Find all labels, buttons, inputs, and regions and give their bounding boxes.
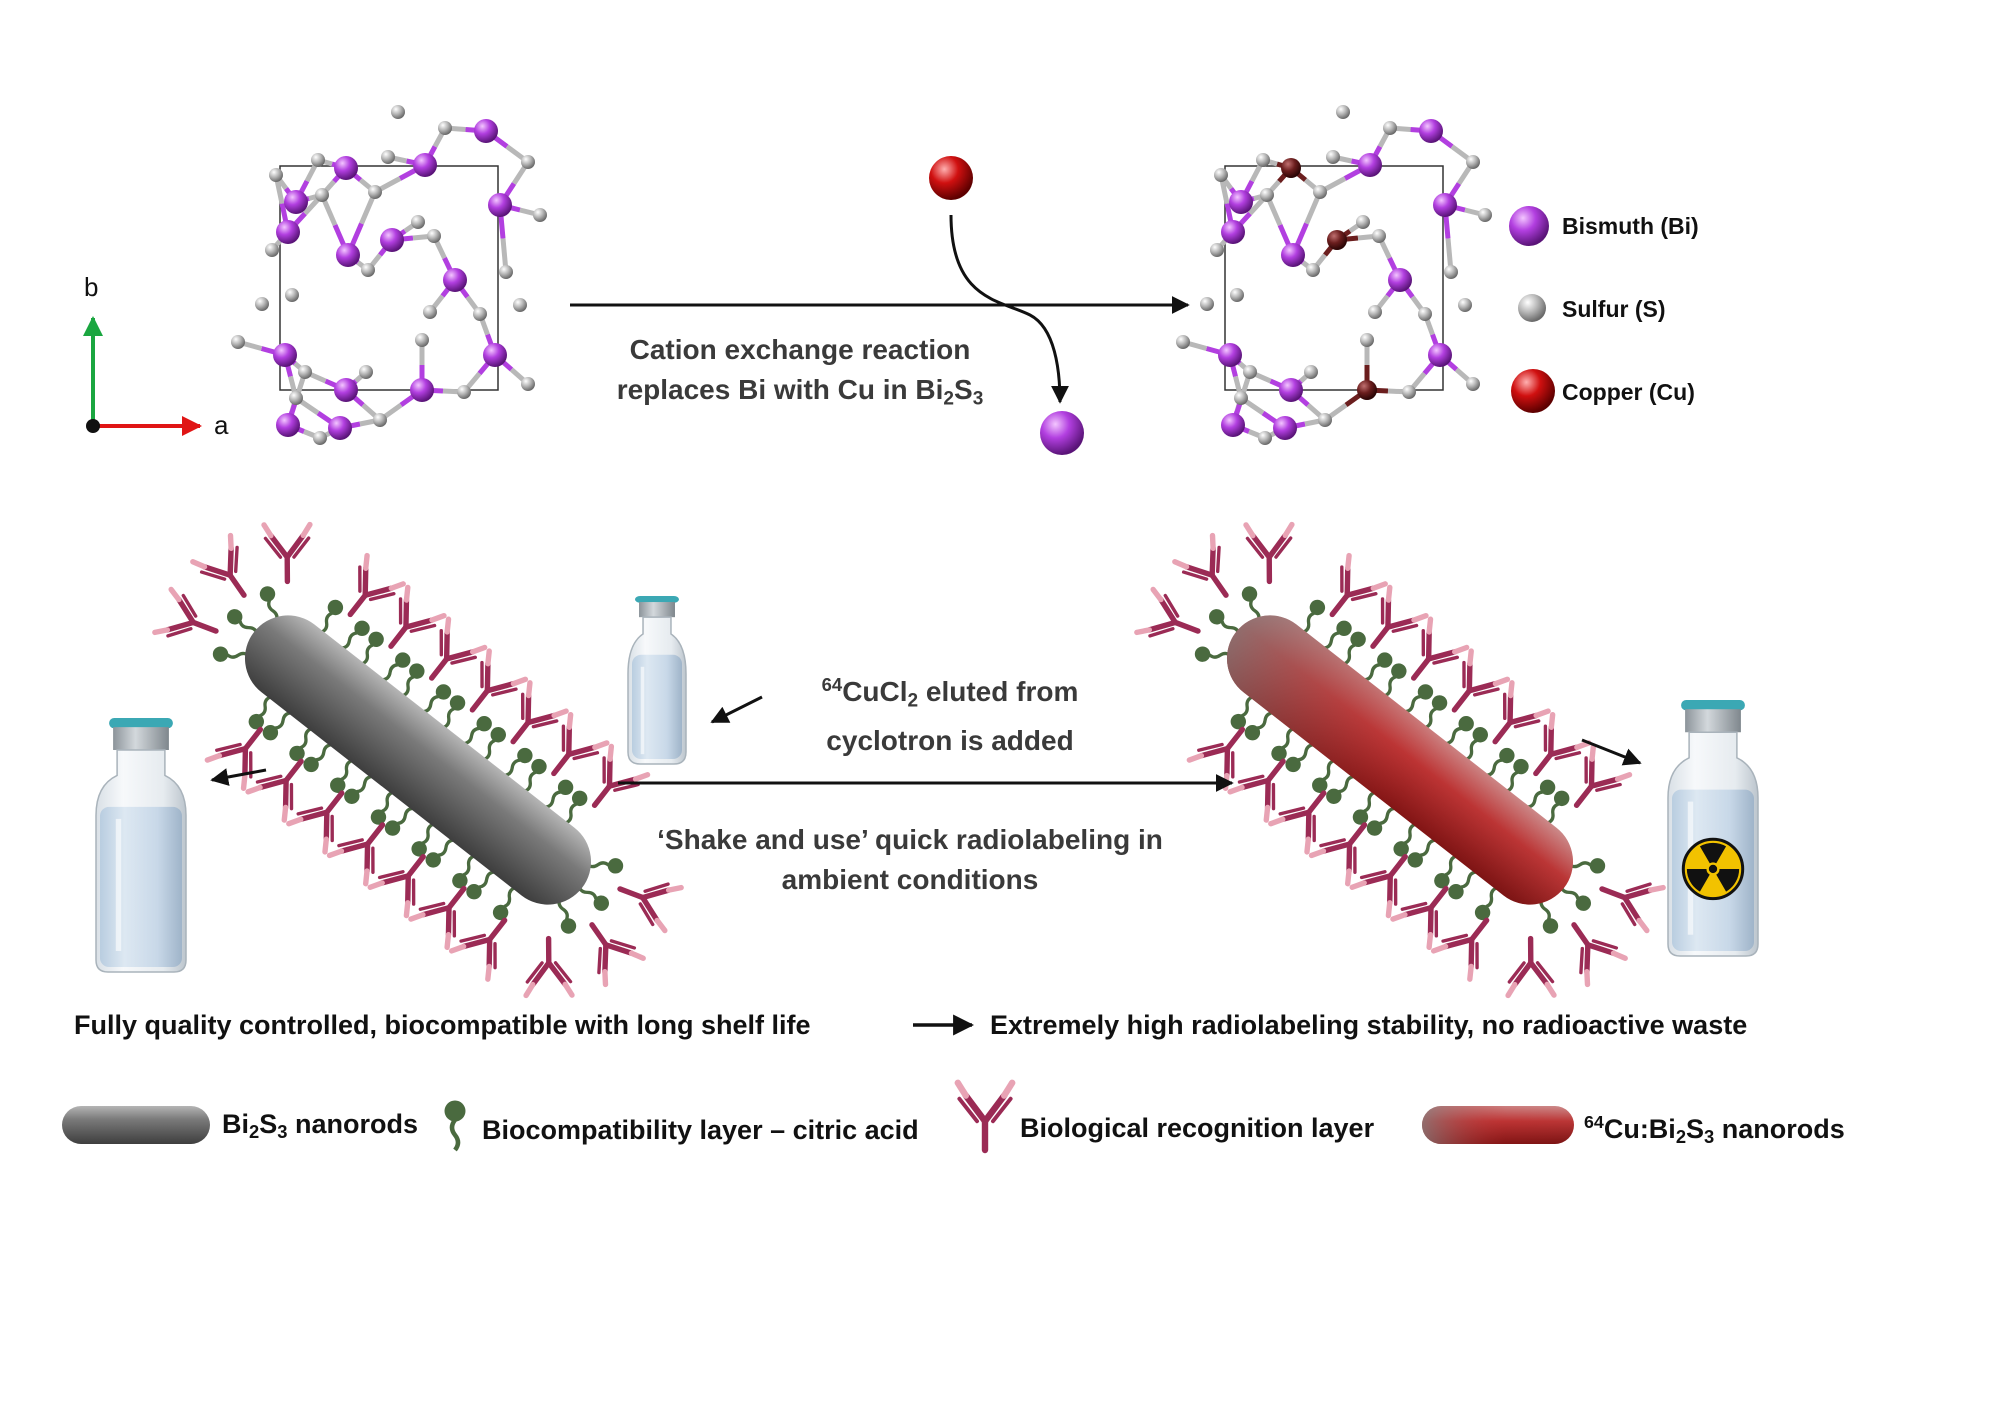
reaction-mid: S — [954, 374, 973, 405]
crystal-structure-cu-doped — [1176, 105, 1492, 445]
legend-cu-suffix: nanorods — [1714, 1114, 1845, 1144]
reaction-caption-line2: replaces Bi with Cu in Bi2S3 — [560, 370, 1040, 419]
summary-right: Extremely high radiolabeling stability, … — [990, 1005, 1747, 1045]
vial-left — [96, 718, 186, 972]
legend-nanorod-suffix: nanorods — [287, 1109, 418, 1139]
reaction-caption-line1: Cation exchange reaction — [560, 330, 1040, 370]
legend-nanorod-mid: S — [259, 1109, 277, 1139]
summary-left: Fully quality controlled, biocompatible … — [74, 1005, 811, 1045]
copper-legend-label: Copper (Cu) — [1562, 377, 1695, 407]
sulfur-legend-icon — [1518, 294, 1546, 322]
legend-nanorod-label: Bi2S3 nanorods — [222, 1104, 418, 1152]
legend-nanorod-sub2: 3 — [277, 1121, 287, 1142]
shake-caption: ‘Shake and use’ quick radiolabeling in a… — [590, 820, 1230, 900]
legend-cu-nanorod-label: 64Cu:Bi2S3 nanorods — [1584, 1102, 1845, 1157]
arrow-to-vial-left — [212, 770, 266, 780]
arrow-to-small-vial — [712, 697, 762, 722]
vial-cucl2 — [628, 596, 686, 764]
shake-line2: ambient conditions — [590, 860, 1230, 900]
elution-sup: 64 — [822, 674, 843, 695]
shake-line1: ‘Shake and use’ quick radiolabeling in — [590, 820, 1230, 860]
bismuth-legend-label: Bismuth (Bi) — [1562, 211, 1699, 241]
reaction-sub2: 3 — [973, 388, 984, 409]
crystal-structure-bi2s3 — [231, 105, 547, 445]
nanorod-legend-icon — [62, 1106, 210, 1144]
elution-caption: 64CuCl2 eluted from cyclotron is added — [770, 665, 1130, 761]
axis-a-label: a — [214, 410, 228, 441]
legend-cu-prefix: Cu:Bi — [1604, 1114, 1676, 1144]
legend-nanorod-prefix: Bi — [222, 1109, 249, 1139]
antibody-legend-icon — [958, 1083, 1012, 1150]
legend-cu-mid: S — [1686, 1114, 1704, 1144]
bismuth-ion-out — [1040, 411, 1084, 455]
legend-citric-label: Biocompatibility layer – citric acid — [482, 1110, 919, 1150]
cu-nanorod-legend-icon — [1422, 1106, 1574, 1144]
legend-nanorod-sub1: 2 — [249, 1121, 259, 1142]
legend-cu-sub1: 2 — [1676, 1126, 1686, 1147]
reaction-line2-prefix: replaces Bi with Cu in Bi — [617, 374, 944, 405]
axis-b-label: b — [84, 272, 98, 303]
copper-ion-in — [929, 156, 973, 200]
legend-recognition-label: Biological recognition layer — [1020, 1108, 1374, 1148]
elution-line2: cyclotron is added — [770, 721, 1130, 761]
cu-bi2s3-nanorod-functionalized — [1137, 525, 1663, 996]
copper-legend-icon — [1511, 369, 1555, 413]
bismuth-legend-icon — [1509, 206, 1549, 246]
elution-part1: CuCl — [842, 676, 907, 707]
legend-cu-sup: 64 — [1584, 1112, 1604, 1132]
reaction-caption: Cation exchange reaction replaces Bi wit… — [560, 330, 1040, 419]
bi2s3-nanorod-functionalized — [155, 525, 681, 996]
citric-acid-legend-icon — [445, 1101, 466, 1151]
reaction-sub1: 2 — [943, 388, 954, 409]
axes-indicator — [86, 318, 200, 433]
elution-sub: 2 — [908, 690, 919, 711]
vial-radioactive — [1668, 700, 1758, 956]
elution-part2: eluted from — [918, 676, 1078, 707]
elution-line1: 64CuCl2 eluted from — [770, 665, 1130, 721]
sulfur-legend-label: Sulfur (S) — [1562, 294, 1666, 324]
legend-cu-sub2: 3 — [1704, 1126, 1714, 1147]
